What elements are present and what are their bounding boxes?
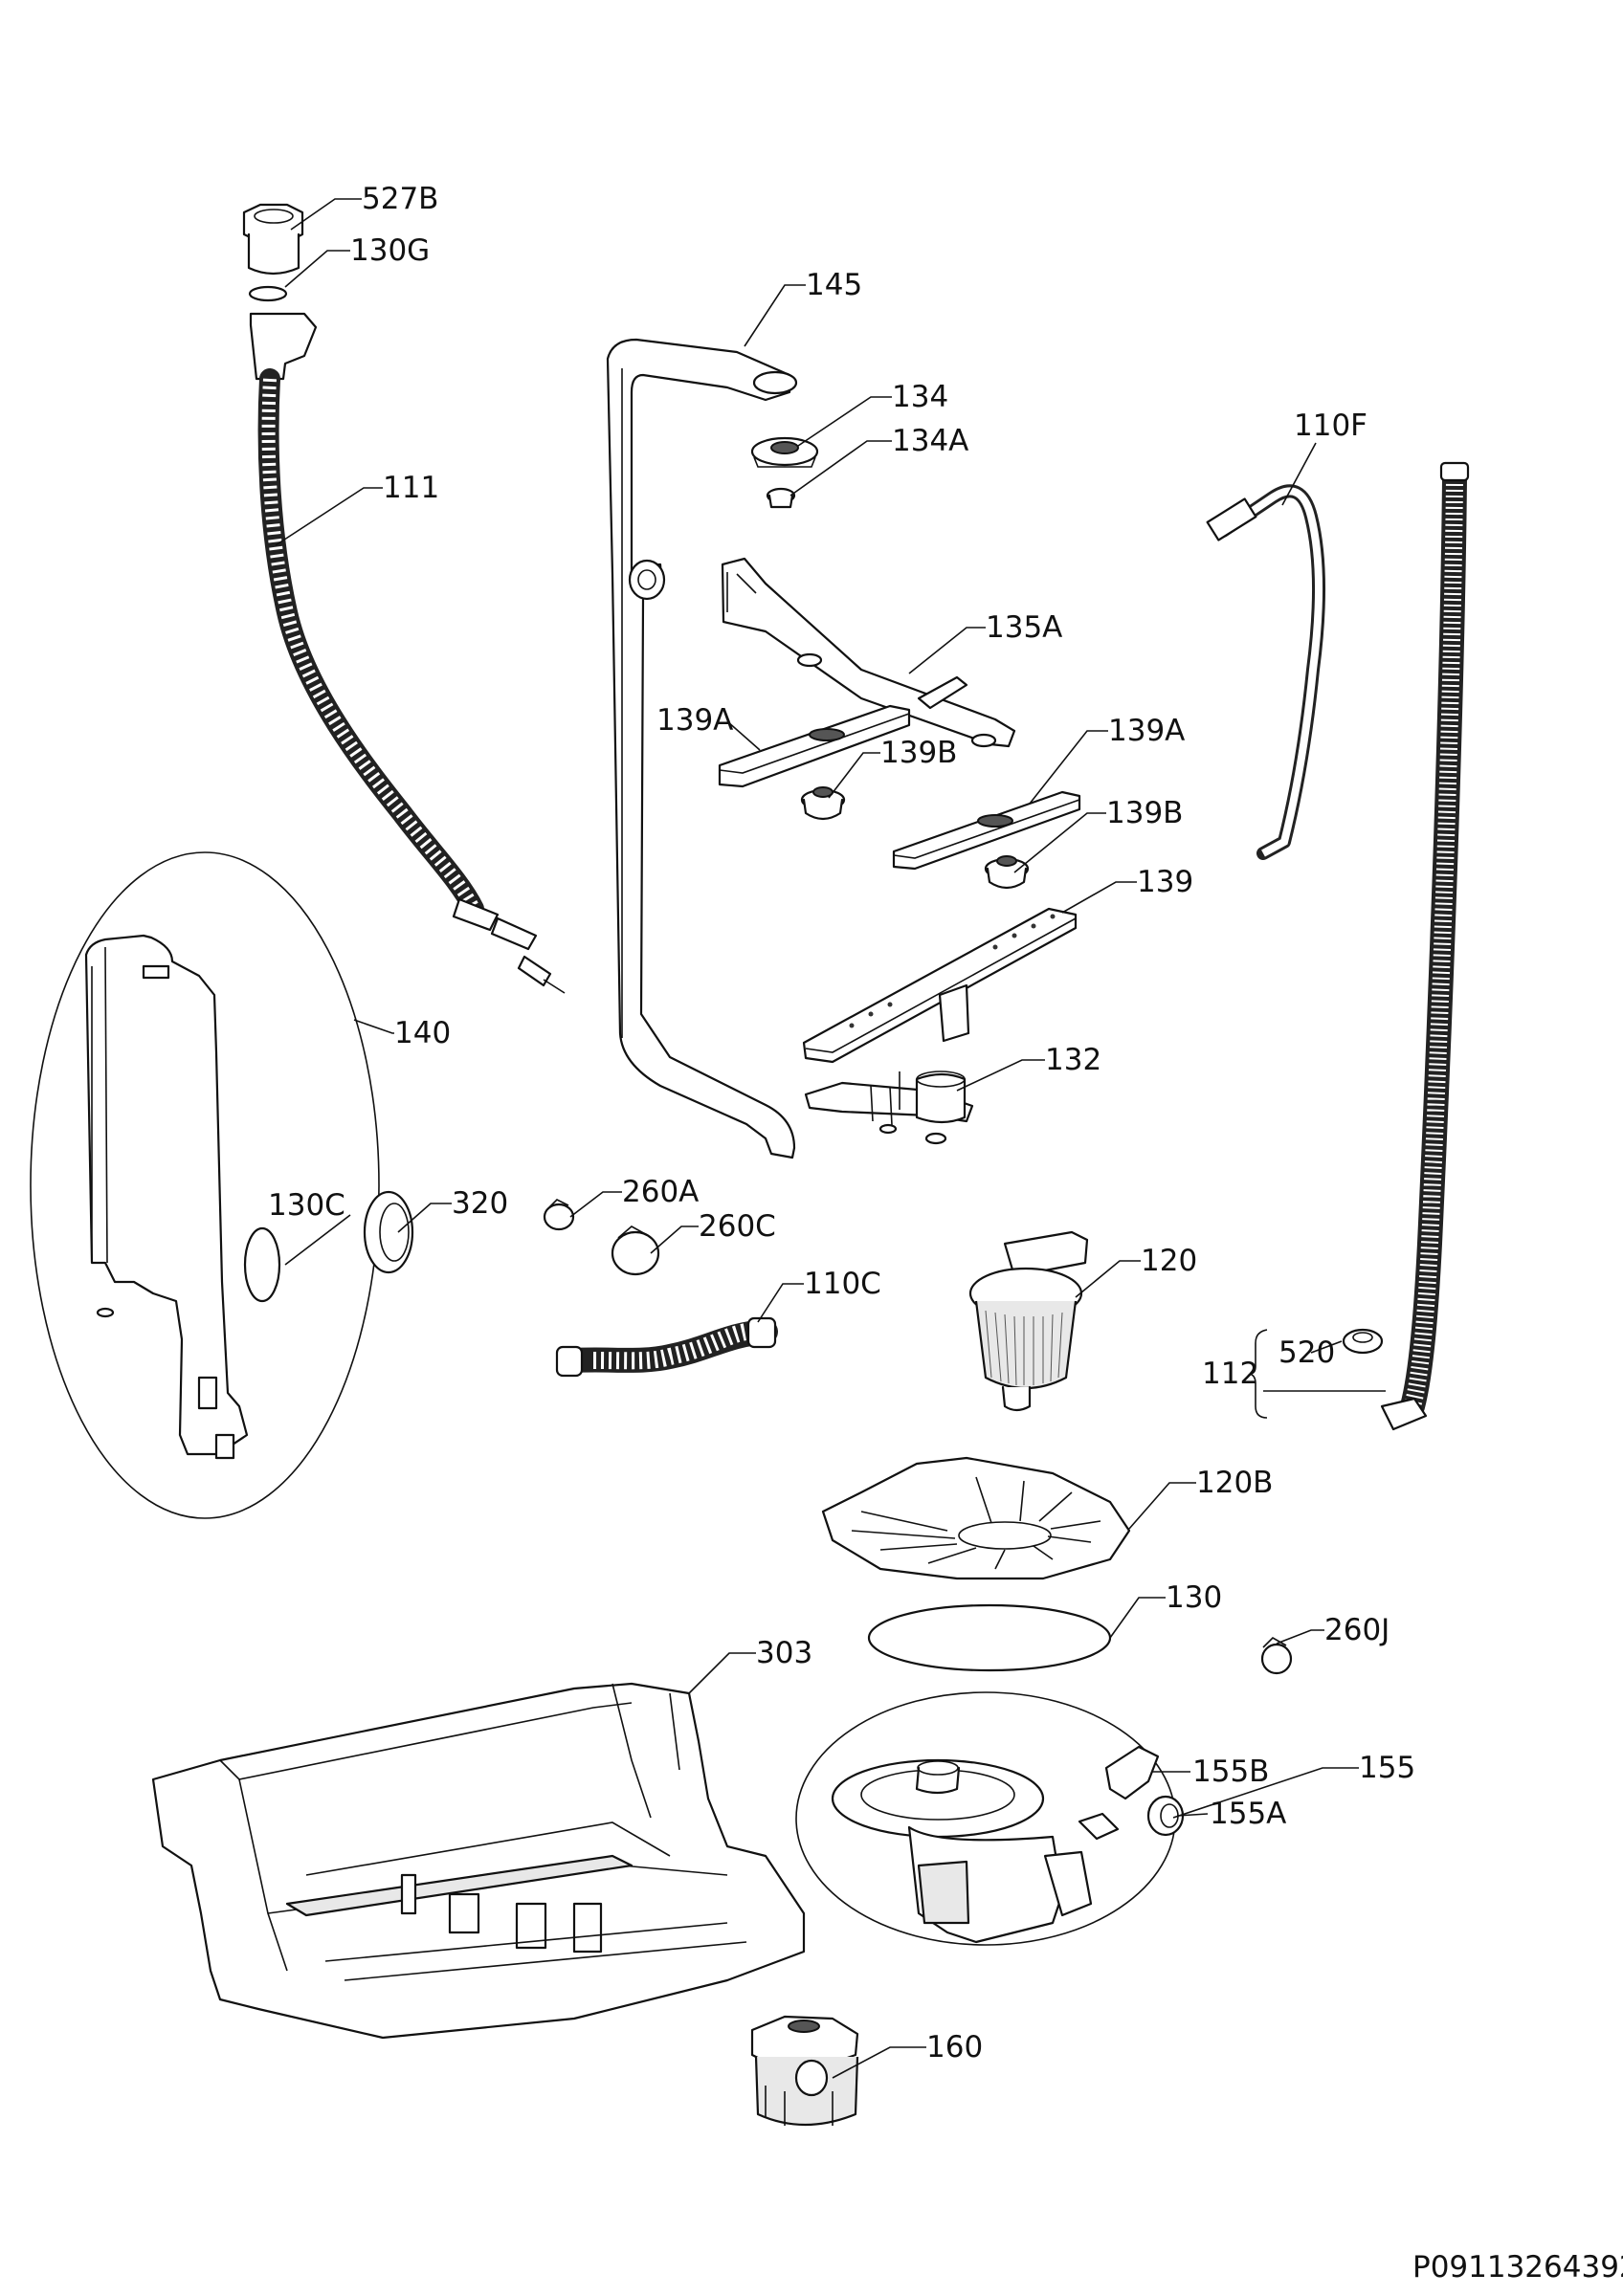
part-260C-clamp [611, 1225, 660, 1276]
label-260A: 260A [622, 1175, 699, 1209]
label-130C: 130C [268, 1188, 345, 1223]
label-527B: 527B [362, 182, 438, 216]
part-139A-plate-right [892, 790, 1081, 871]
part-139B-nut-right [984, 855, 1030, 890]
label-130G: 130G [350, 233, 430, 268]
label-260C: 260C [699, 1209, 776, 1244]
label-134A: 134A [892, 424, 968, 458]
part-155-sump [795, 1691, 1176, 1946]
leader-lines [275, 198, 1386, 2079]
label-520: 520 [1278, 1336, 1335, 1370]
part-120-filter [968, 1230, 1089, 1412]
part-139-lower-spray-arm [802, 907, 1078, 1064]
part-160-pump [750, 2015, 859, 2127]
part-303-base-frame [151, 1682, 806, 2040]
label-132: 132 [1045, 1043, 1101, 1077]
part-130C-gasket [243, 1226, 281, 1303]
label-110F: 110F [1294, 408, 1367, 443]
part-112-drain-hose [1380, 461, 1470, 1431]
part-130G-gasket [248, 285, 288, 302]
label-120: 120 [1141, 1244, 1197, 1278]
part-135A-upper-arm-support [721, 557, 1016, 748]
label-139B-right: 139B [1106, 796, 1183, 830]
part-labels: 527B 130G 111 145 134 134A 110F 135A 139… [268, 182, 1623, 2285]
label-110C: 110C [804, 1267, 881, 1301]
part-111-inlet-hose [249, 312, 566, 994]
part-527B-nut [242, 203, 304, 276]
label-160: 160 [926, 2030, 983, 2064]
part-134A-nut [766, 487, 796, 509]
part-132-holder [804, 1071, 974, 1145]
part-320-ring [363, 1190, 414, 1274]
part-520-cap [1342, 1328, 1384, 1355]
part-110F-hose [1206, 484, 1326, 860]
label-155A: 155A [1210, 1797, 1286, 1831]
label-303: 303 [756, 1636, 812, 1670]
part-110C-hose [555, 1316, 778, 1378]
label-155: 155 [1359, 1751, 1415, 1785]
part-260J-clamp [1260, 1637, 1293, 1675]
label-139A-right: 139A [1108, 714, 1185, 748]
label-111: 111 [383, 471, 439, 505]
label-139B-left: 139B [880, 736, 957, 770]
part-145-distribution-pipe [606, 338, 798, 1159]
part-130-gasket [867, 1603, 1112, 1672]
label-120B: 120B [1196, 1466, 1273, 1500]
part-139A-plate-left [718, 704, 911, 788]
label-145: 145 [806, 268, 862, 302]
part-140-detail [30, 851, 380, 1519]
part-134-nozzle [750, 436, 819, 468]
label-320: 320 [452, 1186, 508, 1221]
drawing-reference-number: P09113264392 [1412, 2250, 1623, 2285]
label-139: 139 [1137, 865, 1193, 899]
part-120B-microfilter [821, 1456, 1131, 1580]
part-139B-nut-left [800, 786, 846, 821]
label-134: 134 [892, 380, 948, 414]
part-260A-clamp [543, 1199, 575, 1231]
label-155B: 155B [1192, 1755, 1269, 1789]
label-130: 130 [1166, 1580, 1222, 1615]
label-260J: 260J [1324, 1613, 1390, 1647]
label-112: 112 [1202, 1357, 1258, 1391]
part-155B-flap [1104, 1745, 1160, 1800]
label-135A: 135A [986, 610, 1062, 645]
label-140: 140 [394, 1016, 451, 1050]
label-139A-left: 139A [656, 703, 733, 738]
